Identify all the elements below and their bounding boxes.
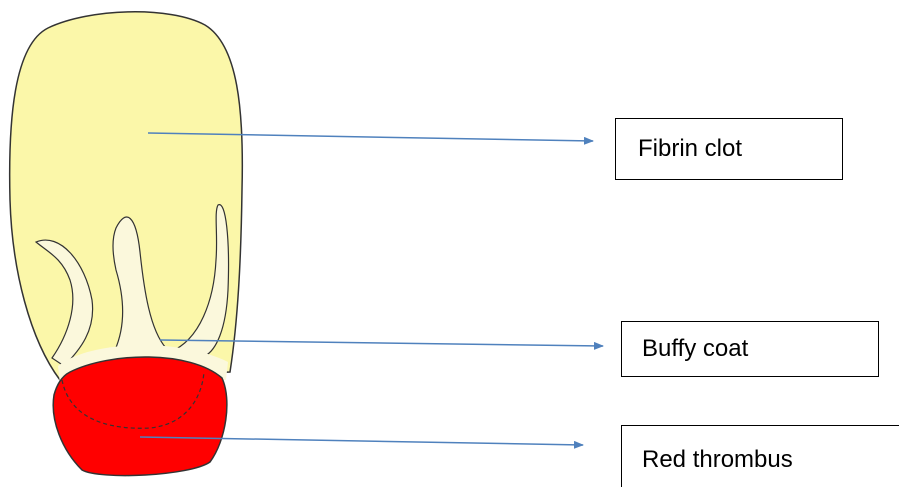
- label-fibrin-clot-text: Fibrin clot: [638, 135, 742, 163]
- label-buffy-coat-text: Buffy coat: [642, 335, 748, 363]
- label-fibrin-clot: Fibrin clot: [615, 118, 843, 180]
- label-buffy-coat: Buffy coat: [621, 321, 879, 377]
- label-red-thrombus: Red thrombus: [621, 425, 899, 487]
- label-red-thrombus-text: Red thrombus: [642, 446, 793, 474]
- red-thrombus-region: [53, 357, 227, 476]
